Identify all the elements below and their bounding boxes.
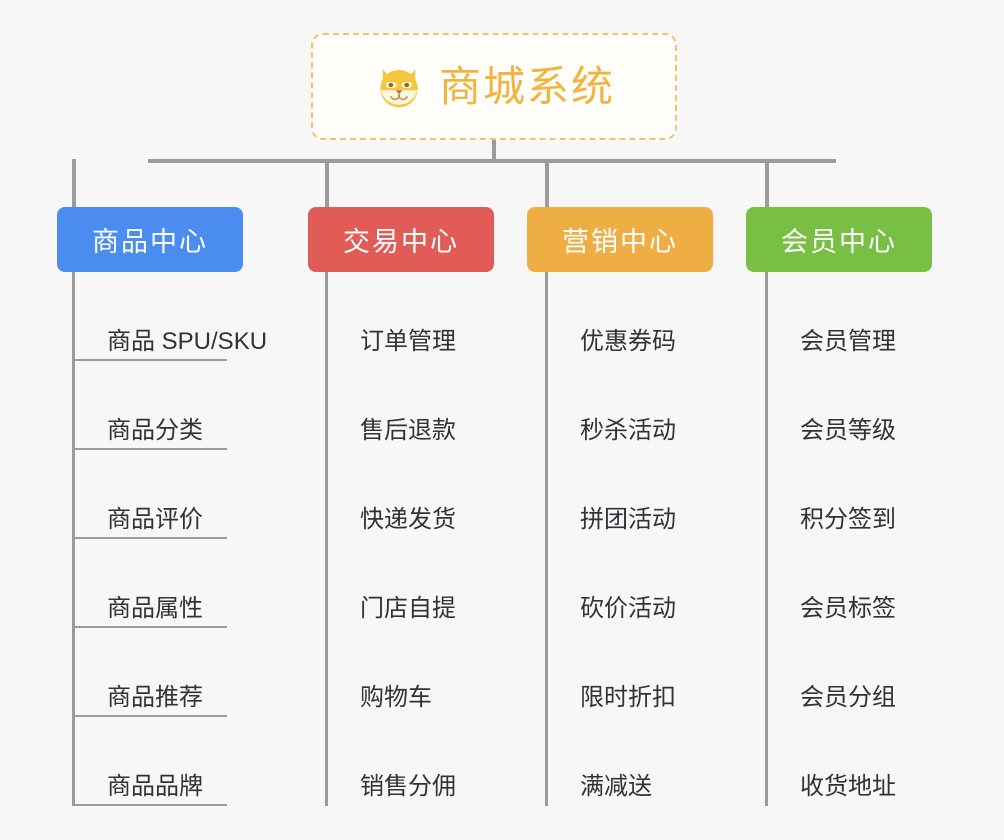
leaf-item[interactable]: 秒杀活动 <box>545 361 700 450</box>
leaf-item-label: 积分签到 <box>800 505 896 533</box>
leaf-item-label: 商品分类 <box>107 416 203 444</box>
leaf-item[interactable]: 收货地址 <box>765 717 920 806</box>
leaf-item[interactable]: 会员管理 <box>765 272 920 361</box>
leaf-item-label: 收货地址 <box>800 772 896 800</box>
root-connector-vertical <box>492 140 496 163</box>
leaf-item[interactable]: 会员标签 <box>765 539 920 628</box>
leaf-item[interactable]: 商品品牌 <box>72 717 276 806</box>
leaf-item[interactable]: 商品属性 <box>72 539 276 628</box>
leaf-item[interactable]: 商品分类 <box>72 361 276 450</box>
leaf-item-label: 满减送 <box>580 772 652 800</box>
leaf-item[interactable]: 满减送 <box>545 717 700 806</box>
leaf-spine <box>545 272 548 806</box>
leaf-item[interactable]: 商品推荐 <box>72 628 276 717</box>
leaf-item-label: 订单管理 <box>360 327 456 355</box>
leaf-item[interactable]: 会员分组 <box>765 628 920 717</box>
leaf-item-label: 购物车 <box>360 683 432 711</box>
leaf-spine <box>325 272 328 806</box>
category-label: 会员中心 <box>781 227 897 257</box>
category-label: 商品中心 <box>92 227 208 257</box>
leaf-item-label: 会员等级 <box>800 416 896 444</box>
leaf-item-label: 商品推荐 <box>107 683 203 711</box>
category-box-3[interactable]: 营销中心 <box>527 207 713 272</box>
leaf-item[interactable]: 销售分佣 <box>325 717 480 806</box>
branch-drop-connector-1 <box>72 159 76 209</box>
leaf-item[interactable]: 售后退款 <box>325 361 480 450</box>
leaf-item[interactable]: 优惠券码 <box>545 272 700 361</box>
leaf-item[interactable]: 商品 SPU/SKU <box>72 272 276 361</box>
branch-drop-connector-3 <box>545 159 549 209</box>
branch-drop-connector-2 <box>325 159 329 209</box>
leaf-item[interactable]: 商品评价 <box>72 450 276 539</box>
leaf-item[interactable]: 限时折扣 <box>545 628 700 717</box>
leaf-item[interactable]: 购物车 <box>325 628 480 717</box>
leaf-item-label: 售后退款 <box>360 416 456 444</box>
root-title: 商城系统 <box>438 62 615 110</box>
leaf-item[interactable]: 积分签到 <box>765 450 920 539</box>
leaf-item-label: 快递发货 <box>360 505 456 533</box>
category-label: 营销中心 <box>562 227 678 257</box>
leaf-spine <box>72 272 75 806</box>
category-box-1[interactable]: 商品中心 <box>57 207 243 272</box>
leaf-item-label: 商品评价 <box>107 505 203 533</box>
leaf-item-label: 销售分佣 <box>360 772 456 800</box>
branch-connector-bus <box>148 159 836 163</box>
leaf-group-3: 优惠券码秒杀活动拼团活动砍价活动限时折扣满减送 <box>545 272 700 806</box>
leaf-item[interactable]: 会员等级 <box>765 361 920 450</box>
leaf-item-label: 拼团活动 <box>580 505 676 533</box>
leaf-item-label: 砍价活动 <box>580 594 676 622</box>
leaf-item[interactable]: 订单管理 <box>325 272 480 361</box>
leaf-item-label: 会员管理 <box>800 327 896 355</box>
leaf-item-label: 会员分组 <box>800 683 896 711</box>
leaf-item[interactable]: 拼团活动 <box>545 450 700 539</box>
leaf-item-label: 会员标签 <box>800 594 896 622</box>
leaf-item-label: 限时折扣 <box>580 683 676 711</box>
leaf-spine <box>765 272 768 806</box>
leaf-item[interactable]: 砍价活动 <box>545 539 700 628</box>
category-box-2[interactable]: 交易中心 <box>308 207 494 272</box>
leaf-item[interactable]: 快递发货 <box>325 450 480 539</box>
branch-drop-connector-4 <box>765 159 769 209</box>
dog-face-icon <box>380 68 418 107</box>
leaf-item[interactable]: 门店自提 <box>325 539 480 628</box>
leaf-item-label: 秒杀活动 <box>580 416 676 444</box>
leaf-item-label: 商品属性 <box>107 594 203 622</box>
category-box-4[interactable]: 会员中心 <box>746 207 932 272</box>
root-node[interactable]: 商城系统 <box>311 33 677 140</box>
leaf-item-label: 门店自提 <box>360 594 456 622</box>
leaf-item-label: 商品品牌 <box>107 772 203 800</box>
leaf-group-4: 会员管理会员等级积分签到会员标签会员分组收货地址 <box>765 272 920 806</box>
category-label: 交易中心 <box>343 227 459 257</box>
leaf-item-label: 优惠券码 <box>580 327 676 355</box>
leaf-group-1: 商品 SPU/SKU 商品分类商品评价商品属性商品推荐商品品牌 <box>72 272 276 806</box>
leaf-item-label: 商品 SPU/SKU <box>107 327 268 355</box>
leaf-group-2: 订单管理售后退款快递发货门店自提购物车销售分佣 <box>325 272 480 806</box>
